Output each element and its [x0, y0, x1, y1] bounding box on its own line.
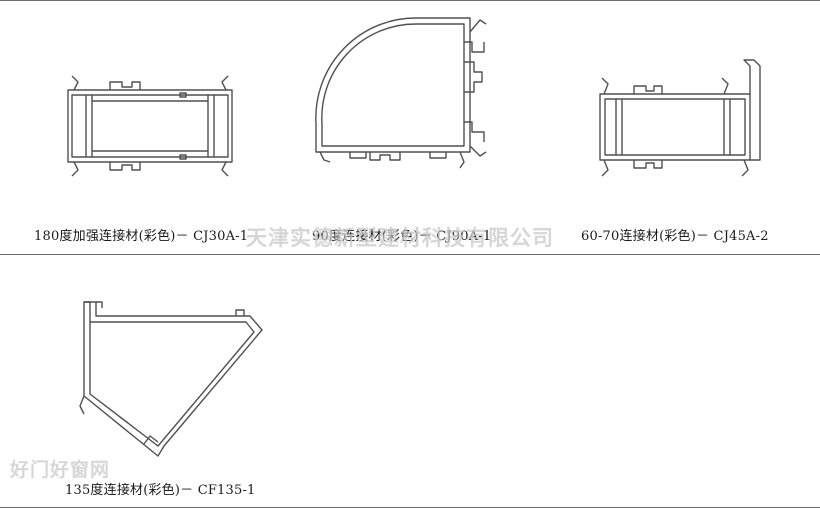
profile-caption-cf135-1: 135度连接材(彩色)－ CF135-1 — [65, 483, 256, 498]
profile-drawing-cj30a-1 — [67, 75, 233, 177]
profile-drawing-cj45a-2 — [599, 59, 761, 177]
company-watermark: 天津实德新型建材科技有限公司 — [246, 226, 554, 250]
site-watermark: 好门好窗网 — [10, 459, 111, 481]
profile-caption-cj45a-2: 60-70连接材(彩色)－ CJ45A-2 — [581, 229, 769, 244]
profile-drawing-cf135-1 — [79, 301, 263, 457]
profile-caption-cj30a-1: 180度加强连接材(彩色)－ CJ30A-1 — [34, 229, 249, 244]
section-divider — [0, 254, 820, 255]
bottom-rule — [0, 507, 820, 508]
profile-drawing-cj90a-1 — [315, 17, 487, 169]
profile-caption-cj90a-1: 90度连接材(彩色)－ CJ90A-1 — [312, 229, 492, 244]
top-rule — [0, 0, 820, 1]
